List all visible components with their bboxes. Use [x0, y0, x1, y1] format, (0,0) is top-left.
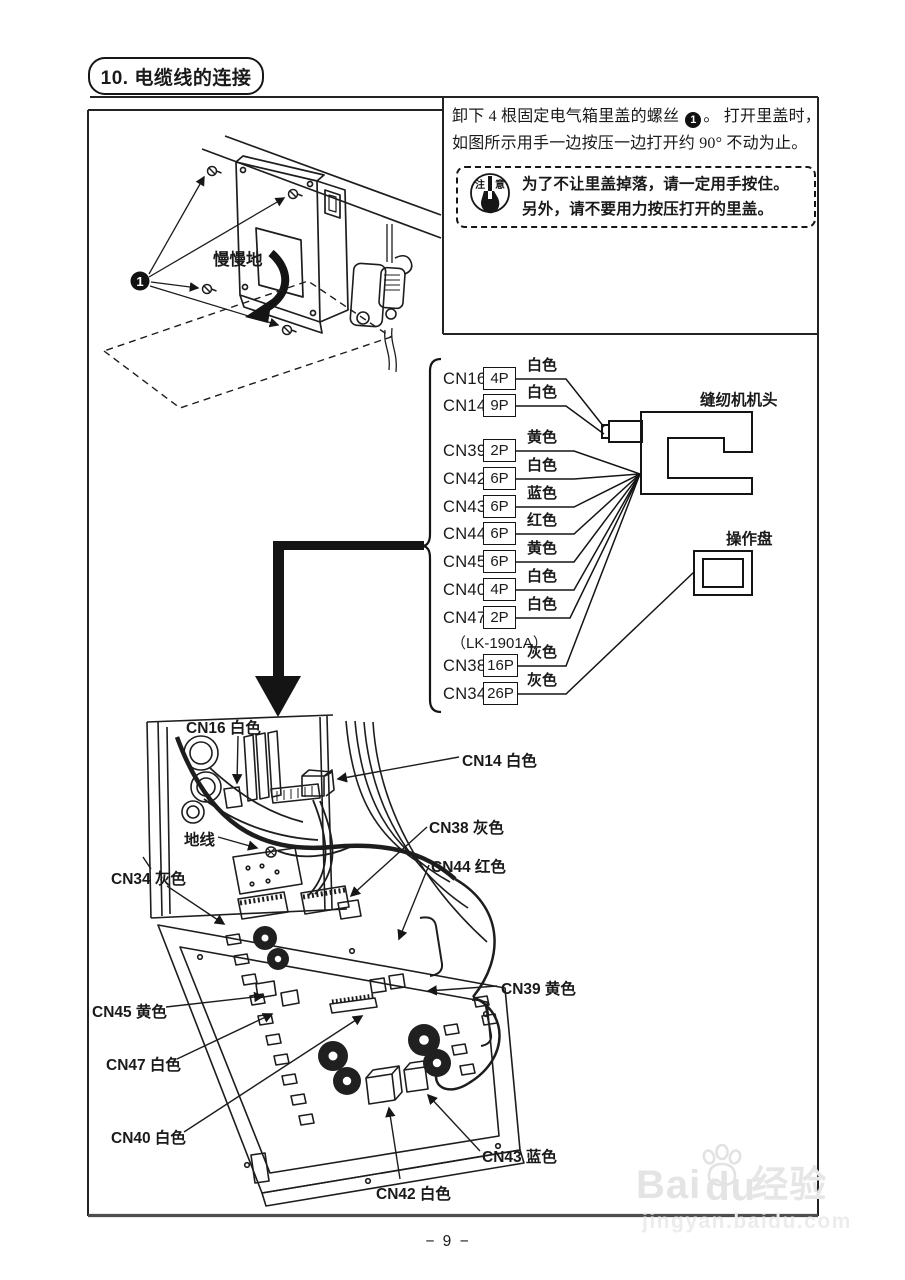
connector-color-cn45: 黄色	[527, 540, 558, 557]
connector-name-cn45: CN45	[443, 553, 487, 571]
diagram-label-4: CN44 红色	[431, 859, 506, 876]
diagram-label-7: CN47 白色	[106, 1057, 181, 1074]
connector-pins-box-cn45: 6P	[483, 550, 516, 573]
connector-name-cn14: CN14	[443, 397, 487, 415]
slowly-label: 慢慢地	[213, 251, 263, 269]
connector-pins-box-cn43: 6P	[483, 495, 516, 518]
svg-text:1: 1	[136, 274, 143, 289]
section-title-text: 10. 电缆线的连接	[100, 67, 252, 89]
caution-finger-icon: 注 意	[468, 172, 512, 223]
screw-icons	[201, 165, 303, 336]
lk-model-note: （LK-1901A）	[451, 635, 548, 652]
connector-name-cn40: CN40	[443, 581, 487, 599]
connector-color-cn16: 白色	[527, 357, 558, 374]
big-down-arrow	[255, 541, 424, 717]
slowly-arrow	[245, 249, 290, 323]
screw-ref-marker: 1	[685, 112, 702, 128]
toroid-coils	[253, 926, 451, 1095]
connector-pins-box-cn39: 2P	[483, 439, 516, 462]
operation-panel-label: 操作盘	[726, 531, 773, 548]
connector-color-cn14: 白色	[527, 384, 558, 401]
connector-color-cn47: 白色	[527, 596, 558, 613]
page-number: − 9 −	[425, 1233, 471, 1250]
connector-color-cn34: 灰色	[527, 672, 558, 689]
connector-pins-box-cn38: 16P	[483, 654, 518, 677]
diagram-label-3: CN38 灰色	[429, 820, 504, 837]
baidu-paw-icon: du	[701, 1144, 755, 1209]
svg-text:意: 意	[495, 178, 505, 191]
connector-name-cn42: CN42	[443, 470, 487, 488]
machine-head-shape	[601, 411, 753, 495]
connector-color-cn42: 白色	[527, 457, 558, 474]
connector-name-cn38: CN38	[443, 657, 487, 675]
diagram-label-11: CN42 白色	[376, 1186, 451, 1203]
connector-name-cn44: CN44	[443, 525, 487, 543]
connector-pins-box-cn34: 26P	[483, 682, 518, 705]
diagram-label-6: CN45 黄色	[92, 1004, 167, 1021]
connector-color-cn44: 红色	[527, 512, 558, 529]
svg-text:注: 注	[475, 178, 485, 191]
connector-pins-box-cn47: 2P	[483, 606, 516, 629]
machine-head-label: 缝纫机机头	[700, 392, 778, 409]
connector-color-cn39: 黄色	[527, 429, 558, 446]
page-frame	[87, 96, 819, 1218]
watermark-brand: Bai du 经验	[636, 1144, 905, 1209]
diagram-label-8: CN40 白色	[111, 1130, 186, 1147]
section-title: 10. 电缆线的连接	[88, 57, 264, 95]
baidu-jingyan-watermark: Bai du 经验 jingyan.baidu.com	[636, 1144, 905, 1234]
screw-marker-1: 1	[130, 271, 150, 291]
power-plug	[349, 224, 413, 373]
connector-name-cn39: CN39	[443, 442, 487, 460]
connector-color-cn40: 白色	[527, 568, 558, 585]
connector-pins-box-cn14: 9P	[483, 394, 516, 417]
diagram-label-5: CN34 灰色	[111, 871, 186, 888]
watermark-url: jingyan.baidu.com	[642, 1210, 852, 1233]
caution-note: 注 意 为了不让里盖掉落，请一定用手按住。 另外，请不要用力按压打开的里盖。	[456, 166, 816, 228]
connector-color-cn43: 蓝色	[527, 485, 558, 502]
diagram-label-2: 地线	[184, 832, 216, 849]
diagram-label-0: CN16 白色	[186, 720, 261, 737]
diagram-label-10: CN43 蓝色	[482, 1149, 557, 1166]
connector-name-cn43: CN43	[443, 498, 487, 516]
instruction-text: 卸下 4 根固定电气箱里盖的螺丝 1。 打开里盖时， 如图所示用手一边按压一边打…	[452, 108, 822, 152]
connector-pins-box-cn40: 4P	[483, 578, 516, 601]
connector-flowchart	[255, 357, 753, 717]
connector-pins-box-cn16: 4P	[483, 367, 516, 390]
connector-name-cn16: CN16	[443, 370, 487, 388]
connector-color-cn38: 灰色	[527, 644, 558, 661]
connector-name-cn34: CN34	[443, 685, 487, 703]
operation-panel-shape	[693, 550, 753, 596]
connector-pins-box-cn42: 6P	[483, 467, 516, 490]
diagram-label-9: CN39 黄色	[501, 981, 576, 998]
connector-pins-box-cn44: 6P	[483, 522, 516, 545]
electrical-box-interior-diagram	[142, 714, 525, 1207]
connector-name-cn47: CN47	[443, 609, 487, 627]
cover-opening-diagram: 1	[103, 135, 442, 409]
diagram-label-1: CN14 白色	[462, 753, 537, 770]
